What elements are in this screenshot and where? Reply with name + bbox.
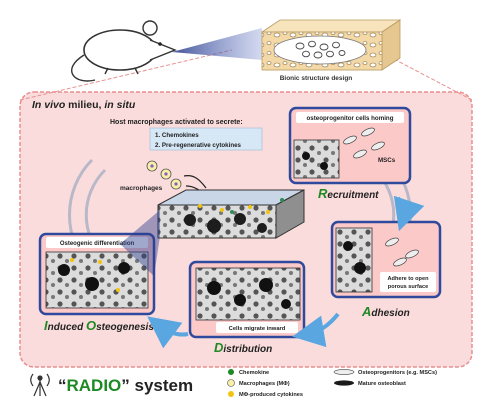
recruitment-panel: osteoprogenitor cells homing MSCs Recrui…	[288, 106, 412, 201]
host-macrophage-box: Host macrophages activated to secrete: 1…	[110, 119, 263, 151]
macrophage-swatch	[227, 379, 235, 387]
bionic-structure-block: Bionic structure design	[260, 19, 402, 82]
recruitment-label: Recruitment	[318, 186, 379, 201]
legend: Chemokine Macrophages (MΦ) MΦ-produced c…	[227, 369, 437, 398]
macrophages-label: macrophages	[120, 185, 163, 192]
distribution-panel: Cells migrate inward Distribution	[188, 260, 306, 355]
osteogenesis-panel: Osteogenic differentiation Induced Osteo…	[38, 232, 156, 333]
milieu-title: In vivo milieu, in situ	[32, 99, 136, 111]
legend-osteoprogenitors: Osteoprogenitors (e.g. MSCs)	[358, 370, 437, 376]
adhesion-panel: Adhere to open porous surface Adhesion	[330, 220, 442, 319]
central-scaffold	[157, 189, 305, 239]
legend-osteoblast: Mature osteoblast	[358, 381, 406, 387]
bionic-structure-label: Bionic structure design	[280, 75, 353, 82]
legend-cytokines: MΦ-produced cytokines	[239, 392, 303, 398]
osteoblast-swatch	[334, 380, 354, 386]
cytokine-swatch	[228, 391, 234, 397]
legend-chemokine: Chemokine	[239, 370, 269, 376]
host-box-item2: 2. Pre-regenerative cytokines	[155, 142, 242, 149]
osteoprogenitor-swatch	[333, 369, 355, 375]
adhesion-note-1: Adhere to open	[387, 276, 429, 282]
adhesion-label: Adhesion	[361, 304, 410, 319]
macrophage-cells: macrophages	[120, 160, 207, 197]
legend-macrophages: Macrophages (MΦ)	[239, 381, 290, 387]
radio-system-title: “RADIO” system	[58, 376, 193, 395]
distribution-note: Cells migrate inward	[229, 326, 286, 332]
adhesion-note-2: porous surface	[388, 284, 428, 290]
mscs-label: MSCs	[378, 157, 396, 164]
chemokine-swatch	[228, 369, 234, 375]
distribution-label: Distribution	[214, 340, 272, 355]
mouse-icon	[71, 20, 177, 82]
host-box-item1: 1. Chemokines	[155, 132, 199, 139]
zoom-beam	[172, 28, 262, 60]
focus-beam	[120, 210, 160, 276]
osteogenesis-header: Osteogenic differentiation	[60, 241, 135, 247]
curved-arrow-icon	[147, 195, 425, 349]
osteogenesis-label: Induced Osteogenesis	[44, 318, 154, 333]
antenna-icon	[30, 373, 50, 397]
host-box-title: Host macrophages activated to secrete:	[110, 119, 243, 126]
recruitment-header: osteoprogenitor cells homing	[307, 115, 394, 122]
